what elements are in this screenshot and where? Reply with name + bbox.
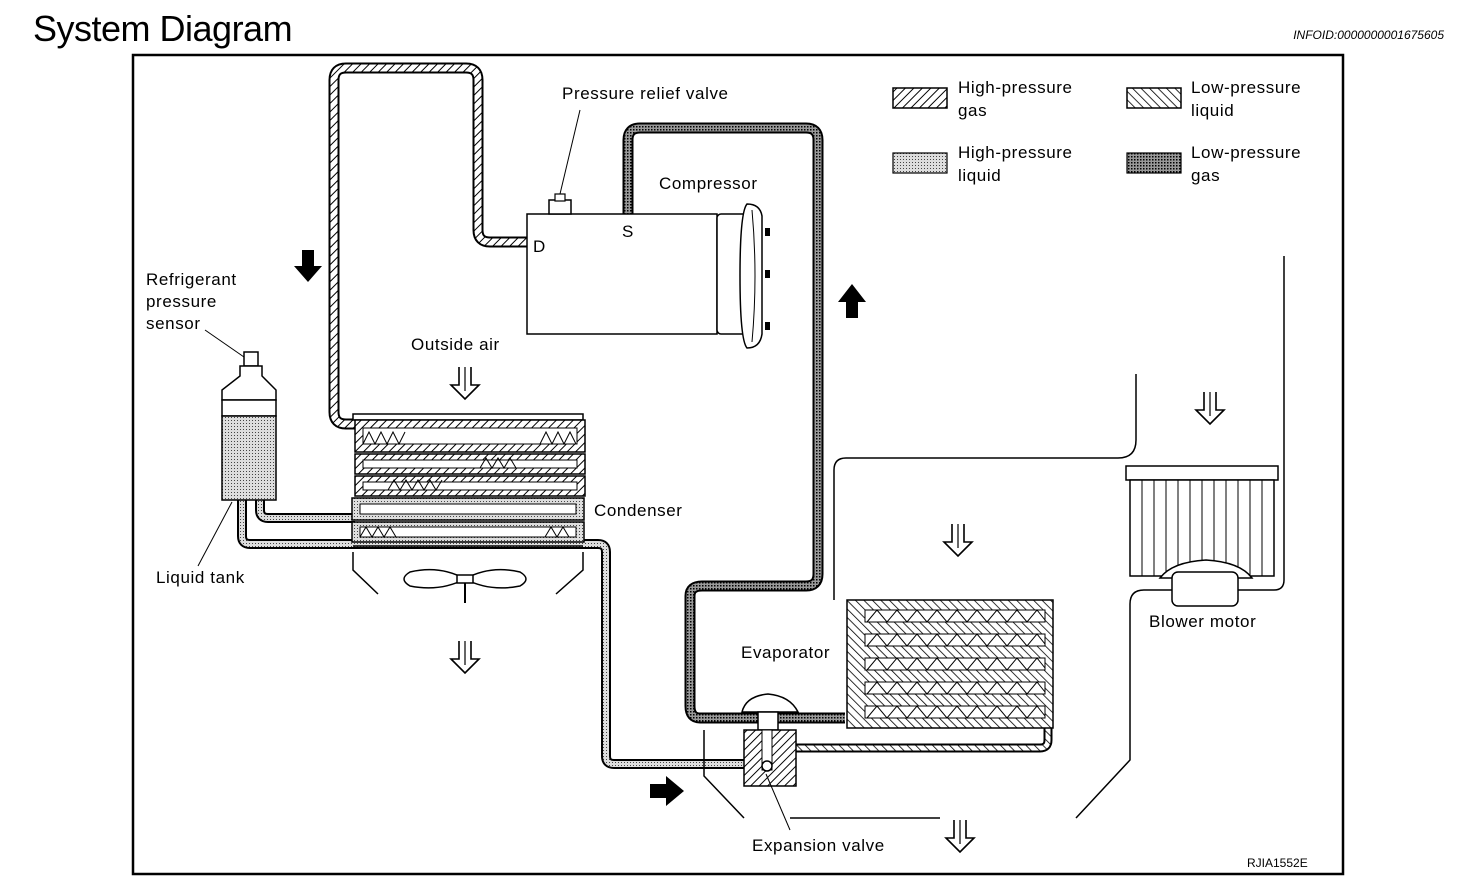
legend-swatch-high-pressure-liquid	[892, 152, 948, 174]
label-port-s: S	[622, 222, 634, 241]
label-compressor: Compressor	[659, 174, 758, 193]
legend-label-1a: High-pressure	[958, 78, 1073, 97]
expansion-valve-leader	[765, 773, 791, 831]
flow-arrow-right	[650, 776, 684, 806]
relief-valve-leader	[559, 109, 581, 195]
liquid-pipe	[237, 500, 745, 769]
sensor-leader	[204, 329, 245, 358]
suction-pipe	[622, 122, 845, 724]
evaporator-inlet-pipe	[795, 728, 1053, 753]
evaporator-inflow-arrow	[943, 523, 973, 557]
evaporator-outflow-arrow	[945, 819, 975, 853]
legend-swatch-low-pressure-liquid	[1126, 87, 1182, 109]
discharge-pipe	[328, 62, 530, 430]
legend: High-pressure gas Low-pressure liquid Hi…	[892, 78, 1301, 185]
condenser-fan	[403, 568, 527, 603]
label-condenser: Condenser	[594, 501, 683, 520]
figure-code: RJIA1552E	[1247, 856, 1308, 870]
label-blower-motor: Blower motor	[1149, 612, 1256, 631]
page-title: System Diagram	[33, 8, 293, 49]
label-sensor-1: Refrigerant	[146, 270, 237, 289]
info-id: INFOID:0000000001675605	[1293, 28, 1444, 42]
evaporator	[846, 599, 1054, 729]
liquid-tank	[221, 351, 277, 501]
compressor	[526, 193, 770, 349]
condenser	[351, 413, 586, 595]
label-outside-air: Outside air	[411, 335, 500, 354]
flow-arrow-down	[294, 250, 322, 282]
label-evaporator: Evaporator	[741, 643, 830, 662]
legend-swatch-low-pressure-gas	[1126, 152, 1182, 174]
legend-label-3a: High-pressure	[958, 143, 1073, 162]
blower-inflow-arrow	[1195, 391, 1225, 425]
blower	[1125, 465, 1279, 607]
air-duct	[703, 256, 1285, 819]
legend-label-4a: Low-pressure	[1191, 143, 1301, 162]
outside-air-arrow	[450, 366, 480, 400]
label-sensor-3: sensor	[146, 314, 201, 333]
legend-swatch-high-pressure-gas	[892, 87, 948, 109]
label-pressure-relief-valve: Pressure relief valve	[562, 84, 729, 103]
label-port-d: D	[533, 237, 546, 256]
legend-label-2a: Low-pressure	[1191, 78, 1301, 97]
legend-label-4b: gas	[1191, 166, 1220, 185]
legend-label-1b: gas	[958, 101, 987, 120]
label-sensor-2: pressure	[146, 292, 217, 311]
label-expansion-valve: Expansion valve	[752, 836, 885, 855]
legend-label-3b: liquid	[958, 166, 1001, 185]
condenser-airflow-arrow	[450, 640, 480, 674]
flow-arrow-up	[838, 284, 866, 318]
liquid-tank-leader	[197, 501, 233, 567]
expansion-valve	[741, 693, 800, 787]
legend-label-2b: liquid	[1191, 101, 1234, 120]
label-liquid-tank: Liquid tank	[156, 568, 245, 587]
diagram-frame	[131, 53, 1345, 876]
